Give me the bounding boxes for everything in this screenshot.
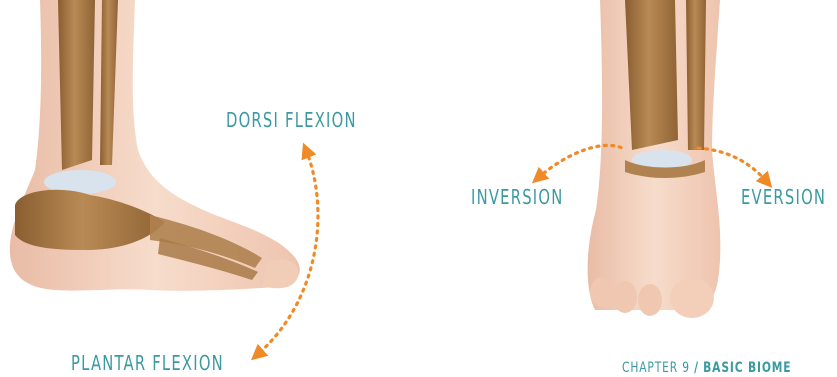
eversion-label: EVERSION [741, 185, 826, 209]
footer-separator: / [694, 360, 699, 376]
anterior-foot-illustration [588, 0, 721, 318]
inversion-label: INVERSION [471, 185, 563, 209]
lateral-foot-illustration [10, 0, 300, 291]
footer-chapter: CHAPTER 9 [622, 360, 690, 376]
dorsi-flexion-label: DORSI FLEXION [226, 108, 357, 132]
footer-section: BASIC BIOME [703, 360, 791, 376]
chapter-footer: CHAPTER 9 / BASIC BIOME [622, 360, 791, 376]
plantar-flexion-label: PLANTAR FLEXION [71, 351, 224, 375]
